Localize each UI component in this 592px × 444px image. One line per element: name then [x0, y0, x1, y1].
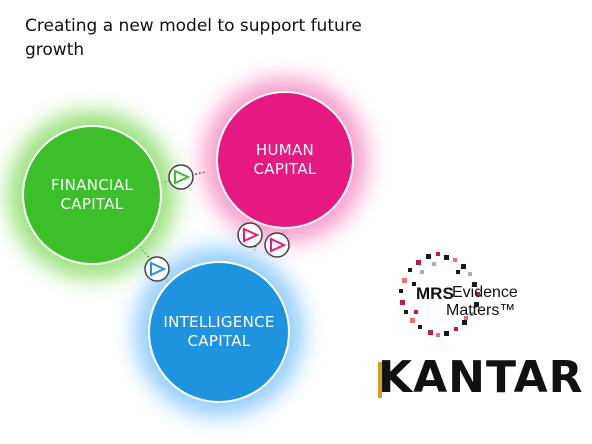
- intelligence-capital-label-2: CAPITAL: [187, 332, 251, 350]
- intelligence-capital-circle: INTELLIGENCE CAPITAL: [148, 261, 290, 403]
- intelligence-capital-label-1: INTELLIGENCE: [163, 313, 275, 331]
- human-capital-circle: HUMAN CAPITAL: [216, 91, 354, 229]
- play-icon-green: [168, 164, 194, 190]
- kantar-accent-bar: [378, 362, 382, 398]
- human-capital-label-1: HUMAN: [255, 141, 315, 159]
- play-icon-pink-1: [237, 222, 263, 248]
- kantar-logo: KANTAR: [378, 352, 584, 403]
- mrs-logo-mark: MRS: [416, 284, 454, 303]
- slide-title: Creating a new model to support future g…: [25, 16, 362, 60]
- mrs-mosaic-icon: [399, 252, 480, 337]
- financial-capital-circle: FINANCIAL CAPITAL: [22, 125, 162, 265]
- mrs-logo-line2: Matters™: [446, 302, 516, 319]
- human-capital-label-2: CAPITAL: [253, 160, 317, 178]
- play-icon-pink-2: [264, 232, 290, 258]
- play-icon-blue: [144, 256, 170, 282]
- financial-capital-label-1: FINANCIAL: [51, 176, 133, 194]
- financial-capital-label-2: CAPITAL: [60, 195, 124, 213]
- mrs-logo-text: Evidence Matters™: [446, 284, 518, 320]
- mrs-logo-line1: Evidence: [452, 284, 518, 301]
